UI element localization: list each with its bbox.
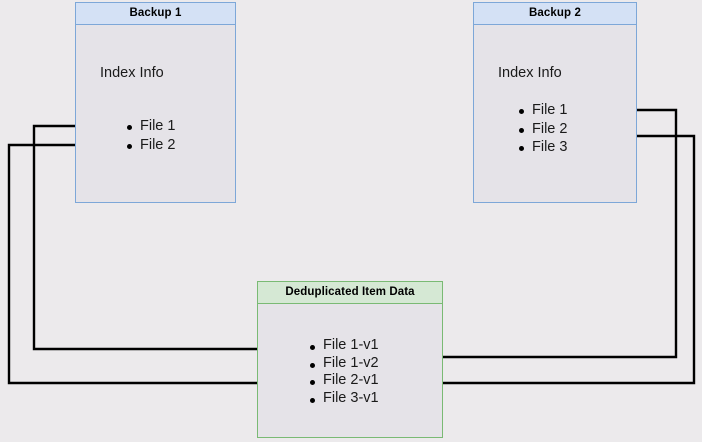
node-backup-1-title: Backup 1	[76, 3, 235, 25]
list-item: File 1	[518, 101, 567, 120]
list-item: File 3	[518, 138, 567, 157]
node-backup-2-index-label: Index Info	[498, 65, 562, 81]
node-deduplicated-file-list: File 1-v1 File 1-v2 File 2-v1 File 3-v1	[309, 337, 379, 407]
node-backup-2-file-list: File 1 File 2 File 3	[518, 101, 567, 157]
node-backup-1[interactable]: Backup 1 Index Info File 1 File 2	[75, 2, 236, 203]
node-backup-2[interactable]: Backup 2 Index Info File 1 File 2 File 3	[473, 2, 637, 203]
list-item: File 1-v1	[309, 337, 379, 355]
node-backup-2-body: Index Info File 1 File 2 File 3	[474, 25, 636, 202]
node-backup-1-file-list: File 1 File 2	[126, 117, 175, 154]
node-deduplicated-item-data-body: File 1-v1 File 1-v2 File 2-v1 File 3-v1	[258, 304, 442, 437]
node-deduplicated-item-data-title: Deduplicated Item Data	[258, 282, 442, 304]
list-item: File 2-v1	[309, 372, 379, 390]
node-backup-2-title: Backup 2	[474, 3, 636, 25]
list-item: File 1	[126, 117, 175, 136]
node-backup-1-body: Index Info File 1 File 2	[76, 25, 235, 202]
list-item: File 2	[518, 120, 567, 139]
node-deduplicated-item-data[interactable]: Deduplicated Item Data File 1-v1 File 1-…	[257, 281, 443, 438]
list-item: File 1-v2	[309, 355, 379, 373]
list-item: File 2	[126, 136, 175, 155]
node-backup-1-index-label: Index Info	[100, 65, 164, 81]
list-item: File 3-v1	[309, 390, 379, 408]
